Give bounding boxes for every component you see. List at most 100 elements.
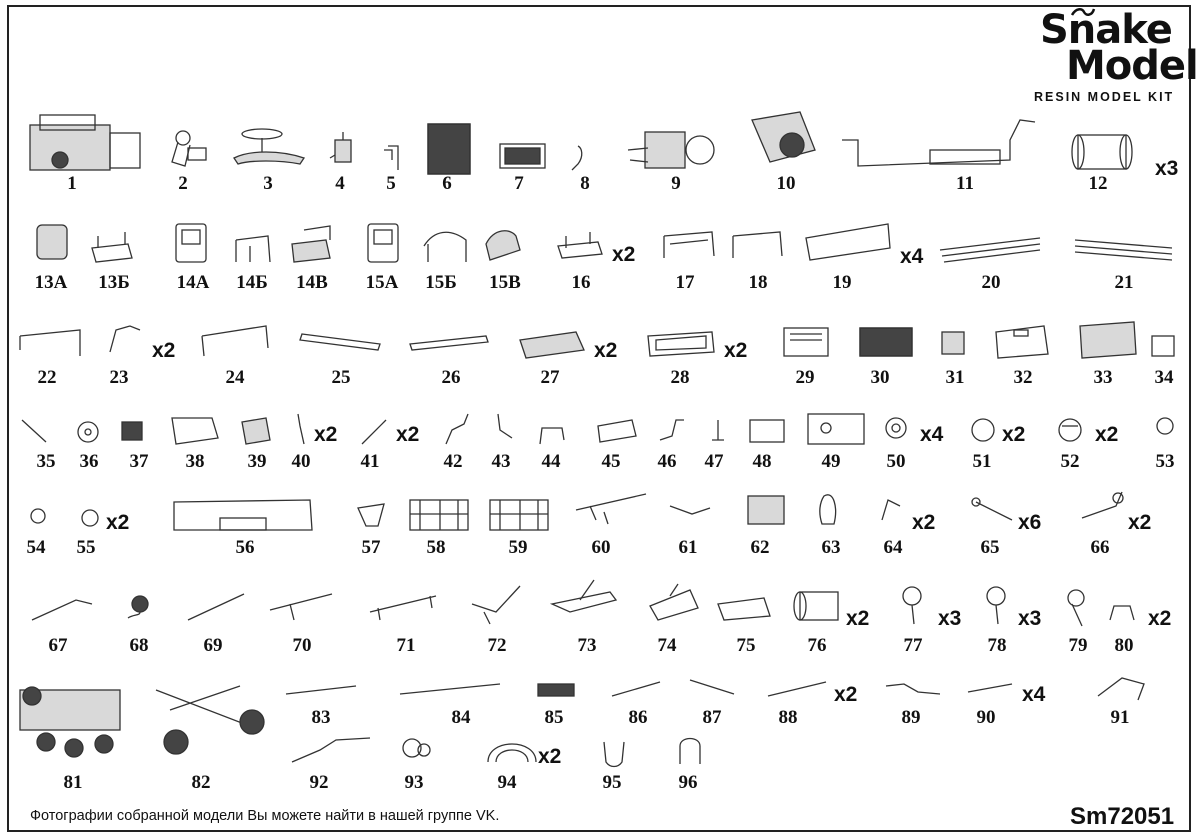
part-number: 85 [544, 707, 564, 728]
part-drawing-77 [902, 586, 922, 625]
part-quantity: x2 [1095, 423, 1119, 446]
part-number: 80 [1114, 635, 1134, 656]
part-number: 12 [1088, 173, 1108, 194]
part-drawing-75 [717, 597, 771, 621]
part-number: 39 [247, 451, 267, 472]
part-number: 58 [426, 537, 446, 558]
part-number: 90 [976, 707, 996, 728]
part-drawing-5 [384, 145, 399, 170]
part-drawing-25 [299, 333, 381, 351]
part-drawing-45 [597, 419, 637, 443]
part-drawing-64 [881, 499, 901, 521]
part-drawing-57 [357, 503, 385, 527]
part-drawing-60 [575, 493, 647, 525]
part-drawing-46 [659, 419, 684, 441]
part-quantity: x3 [1155, 157, 1179, 180]
part-number: 92 [309, 772, 329, 793]
part-number: 87 [702, 707, 722, 728]
part-drawing-47 [712, 420, 724, 441]
part-number: 41 [360, 451, 380, 472]
part-number: 78 [987, 635, 1007, 656]
part-drawing-32 [995, 325, 1049, 359]
part-number: 18 [748, 272, 768, 293]
part-drawing-13a [36, 224, 68, 260]
part-drawing-20 [939, 237, 1041, 263]
part-drawing-31 [941, 331, 965, 355]
part-quantity: x3 [938, 607, 962, 630]
part-number: 21 [1114, 272, 1134, 293]
part-number: 96 [678, 772, 698, 793]
part-drawing-1 [29, 114, 141, 171]
part-quantity: x4 [920, 423, 944, 446]
part-drawing-16 [557, 232, 603, 259]
snake-icon [1070, 8, 1096, 16]
part-number: 6 [442, 173, 452, 194]
part-quantity: x2 [594, 339, 618, 362]
part-number: 8 [580, 173, 590, 194]
part-number: 70 [292, 635, 312, 656]
part-drawing-91 [1097, 677, 1145, 701]
part-drawing-82 [155, 685, 265, 755]
part-quantity: x2 [846, 607, 870, 630]
part-number: 49 [821, 451, 841, 472]
part-number: 88 [778, 707, 798, 728]
part-drawing-56 [173, 499, 313, 531]
part-number: 76 [807, 635, 827, 656]
part-drawing-40 [297, 413, 305, 445]
part-number: 62 [750, 537, 770, 558]
part-quantity: x2 [612, 243, 636, 266]
part-quantity: x2 [1128, 511, 1152, 534]
part-number: 30 [870, 367, 890, 388]
part-drawing-73 [549, 579, 618, 613]
part-number: 64 [883, 537, 903, 558]
part-number: 94 [497, 772, 517, 793]
part-number: 66 [1090, 537, 1110, 558]
part-drawing-90 [967, 683, 1013, 693]
part-drawing-36 [77, 421, 99, 443]
part-drawing-84 [399, 683, 501, 695]
part-quantity: x2 [1148, 607, 1172, 630]
part-number: 50 [886, 451, 906, 472]
logo-tagline: RESIN MODEL KIT [1034, 90, 1175, 104]
part-drawing-39 [241, 417, 271, 445]
part-number: 61 [678, 537, 698, 558]
part-drawing-10 [751, 111, 816, 163]
part-drawing-69 [187, 593, 245, 621]
part-drawing-53 [1156, 417, 1174, 435]
part-drawing-41 [361, 419, 387, 445]
part-drawing-93 [402, 738, 431, 758]
part-number: 28 [670, 367, 690, 388]
part-drawing-12 [1071, 134, 1133, 170]
brand-logo: Snake Model RESIN MODEL KIT [1030, 8, 1199, 108]
part-drawing-42 [445, 413, 469, 445]
part-drawing-94 [487, 743, 537, 763]
part-number: 86 [628, 707, 648, 728]
part-drawing-76 [793, 591, 839, 621]
part-number: 7 [514, 173, 524, 194]
part-drawing-52 [1058, 418, 1082, 442]
part-drawing-79 [1067, 589, 1085, 627]
part-drawing-58 [409, 499, 469, 531]
part-number: 11 [956, 173, 974, 194]
part-drawing-11 [842, 119, 1036, 167]
part-number: 26 [441, 367, 461, 388]
part-number: 65 [980, 537, 1000, 558]
part-number: 46 [657, 451, 677, 472]
part-drawing-34 [1151, 335, 1175, 357]
part-number: 17 [675, 272, 695, 293]
part-drawing-63 [819, 494, 837, 525]
part-drawing-88 [767, 681, 827, 697]
part-number: 83 [311, 707, 331, 728]
part-drawing-28 [647, 331, 715, 357]
part-number: 69 [203, 635, 223, 656]
part-number: 72 [487, 635, 507, 656]
part-quantity: x2 [912, 511, 936, 534]
part-drawing-14v [291, 225, 331, 263]
part-drawing-62 [747, 495, 785, 525]
part-number: 25 [331, 367, 351, 388]
part-drawing-44 [539, 427, 565, 445]
part-number: 16 [571, 272, 591, 293]
part-number: 3 [263, 173, 273, 194]
part-drawing-81 [19, 686, 121, 758]
part-drawing-4 [329, 132, 352, 163]
